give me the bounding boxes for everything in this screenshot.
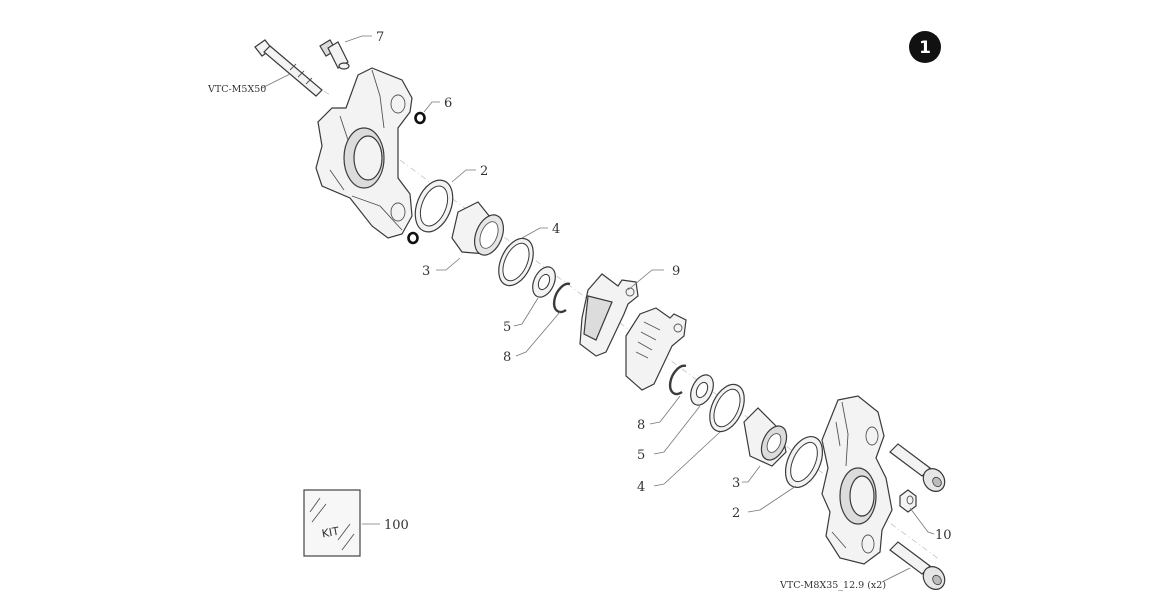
label-part-7: 7 (376, 30, 384, 45)
label-part-8-upper: 8 (503, 350, 511, 365)
plug-10 (899, 489, 917, 513)
leader-lines (261, 35, 935, 583)
caliper-half-right (821, 395, 893, 565)
label-part-8-lower: 8 (637, 418, 645, 433)
dust-seal-lower (709, 383, 745, 433)
label-part-2-lower: 2 (732, 506, 740, 521)
label-part-3-upper: 3 (422, 264, 430, 279)
page-number-badge: 1 (909, 31, 941, 63)
cap-bolt-lower (889, 541, 946, 590)
label-part-5-upper: 5 (503, 320, 511, 335)
brake-pad-rear (625, 307, 687, 391)
label-part-6: 6 (444, 96, 452, 111)
page-number: 1 (919, 38, 931, 58)
label-part-4-lower: 4 (637, 480, 645, 495)
washer-lower (690, 374, 714, 406)
piston-upper (451, 201, 504, 256)
o-ring-lower (407, 231, 419, 245)
label-part-4-upper: 4 (552, 222, 560, 237)
bolt-m5x50 (254, 39, 323, 97)
circlip-upper (552, 282, 571, 314)
piston-lower (743, 407, 788, 467)
label-part-2-upper: 2 (480, 164, 488, 179)
o-ring-upper (414, 111, 426, 125)
cap-bolt-upper (889, 443, 946, 492)
kit-text: KIT (321, 525, 340, 541)
label-part-100: 100 (384, 518, 409, 533)
circlip-lower (668, 364, 687, 396)
ref-bolt-m8x35: VTC-M8X35_12.9 (x2) (779, 580, 886, 591)
seal-ring-upper (414, 179, 454, 233)
ref-bolt-m5x50: VTC-M5X50 (207, 84, 266, 95)
kit-box: KIT (303, 489, 361, 557)
label-part-10: 10 (935, 528, 952, 543)
caliper-half-left (315, 67, 413, 239)
bleed-screw (319, 39, 350, 70)
label-part-9: 9 (672, 264, 680, 279)
label-part-5-lower: 5 (637, 448, 645, 463)
brake-pad-front (579, 273, 639, 357)
dust-seal-upper (498, 237, 534, 287)
washer-upper (532, 266, 556, 298)
label-part-3-lower: 3 (732, 476, 740, 491)
seal-ring-lower (784, 436, 824, 488)
